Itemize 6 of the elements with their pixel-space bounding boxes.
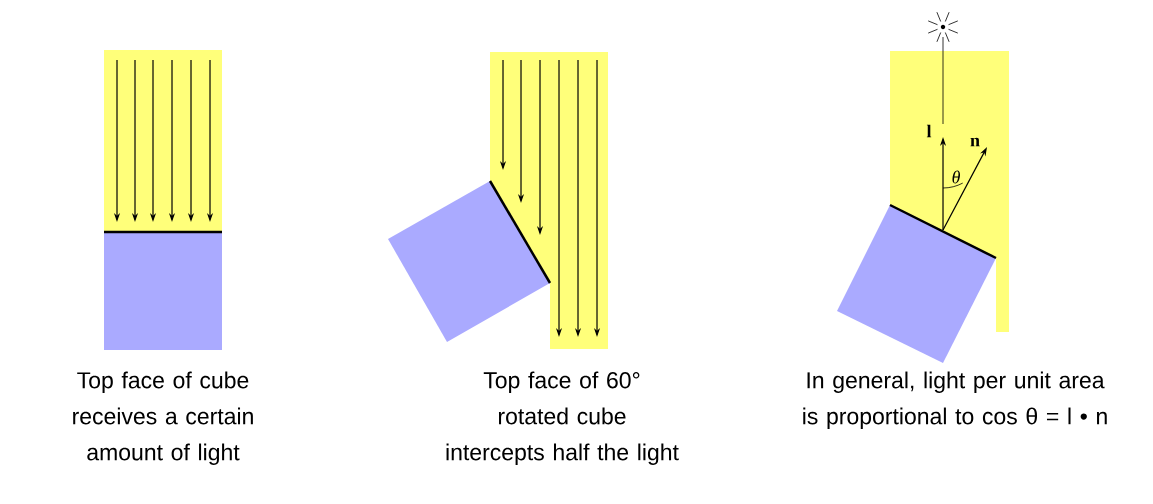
vector-label: l	[926, 124, 932, 138]
caption: Top face of 60° rotated cube intercepts half the light	[446, 371, 679, 465]
angle-label: θ	[952, 170, 960, 184]
vector-label: n	[970, 137, 980, 147]
caption: Top face of cube receives a certain amount of light	[73, 371, 253, 465]
caption: In general, light per unit area is proportional to cos θ = l • n	[803, 371, 1107, 429]
